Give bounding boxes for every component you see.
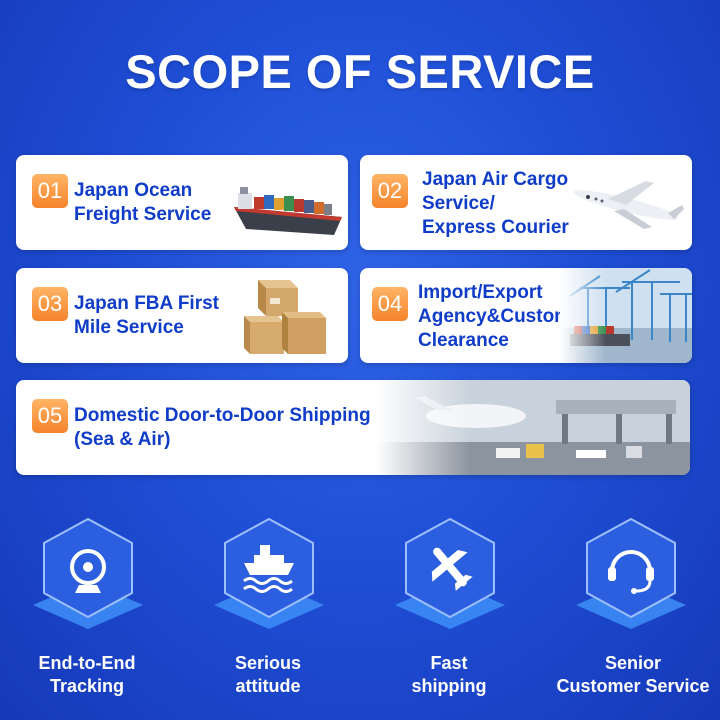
service-card-air-cargo[interactable]: 02 Japan Air Cargo Service/ Express Cour…	[360, 155, 692, 250]
feature-label-customer-service: Senior Customer Service	[556, 653, 710, 696]
airplane-image	[573, 181, 684, 229]
feature-fast	[375, 515, 525, 640]
page-title: SCOPE OF SERVICE	[125, 45, 595, 98]
service-number-badge: 03	[32, 287, 68, 321]
service-number-badge: 02	[372, 174, 408, 208]
ship-icon	[214, 517, 324, 629]
service-label: Japan FBA First Mile Service	[74, 293, 219, 338]
feature-label-fast: Fast shipping	[411, 653, 487, 696]
service-label: Domestic Door-to-Door Shipping (Sea & Ai…	[74, 405, 371, 450]
service-number-badge: 05	[32, 399, 68, 433]
service-card-fba[interactable]: 03 Japan FBA First Mile Service	[16, 268, 348, 363]
feature-serious	[194, 515, 344, 640]
service-number-badge: 01	[32, 174, 68, 208]
service-number-badge: 04	[372, 287, 408, 321]
airplane-icon	[395, 517, 505, 629]
feature-customer-service	[556, 515, 706, 640]
webcam-icon	[33, 517, 143, 629]
service-card-ocean-freight[interactable]: 01 Japan Ocean Freight Service	[16, 155, 348, 250]
headset-icon	[576, 517, 686, 629]
container-ship-image	[234, 187, 342, 235]
port-cranes-image	[560, 268, 692, 363]
service-card-door-to-door[interactable]: 05 Domestic Door-to-Door Shipping (Sea &…	[16, 380, 690, 475]
feature-tracking	[13, 515, 163, 640]
service-label: Japan Ocean Freight Service	[74, 180, 212, 225]
service-card-customs[interactable]: 04 Import/Export Agency&Customs Clearanc…	[360, 268, 692, 363]
feature-label-serious: Serious attitude	[234, 653, 302, 696]
cardboard-boxes-image	[244, 280, 326, 354]
airport-apron-image	[376, 380, 690, 475]
service-label: Import/Export Agency&Customs Clearance	[418, 282, 582, 351]
service-label: Japan Air Cargo Service/ Express Courier	[422, 169, 569, 238]
feature-label-tracking: End-to-End Tracking	[38, 653, 136, 696]
